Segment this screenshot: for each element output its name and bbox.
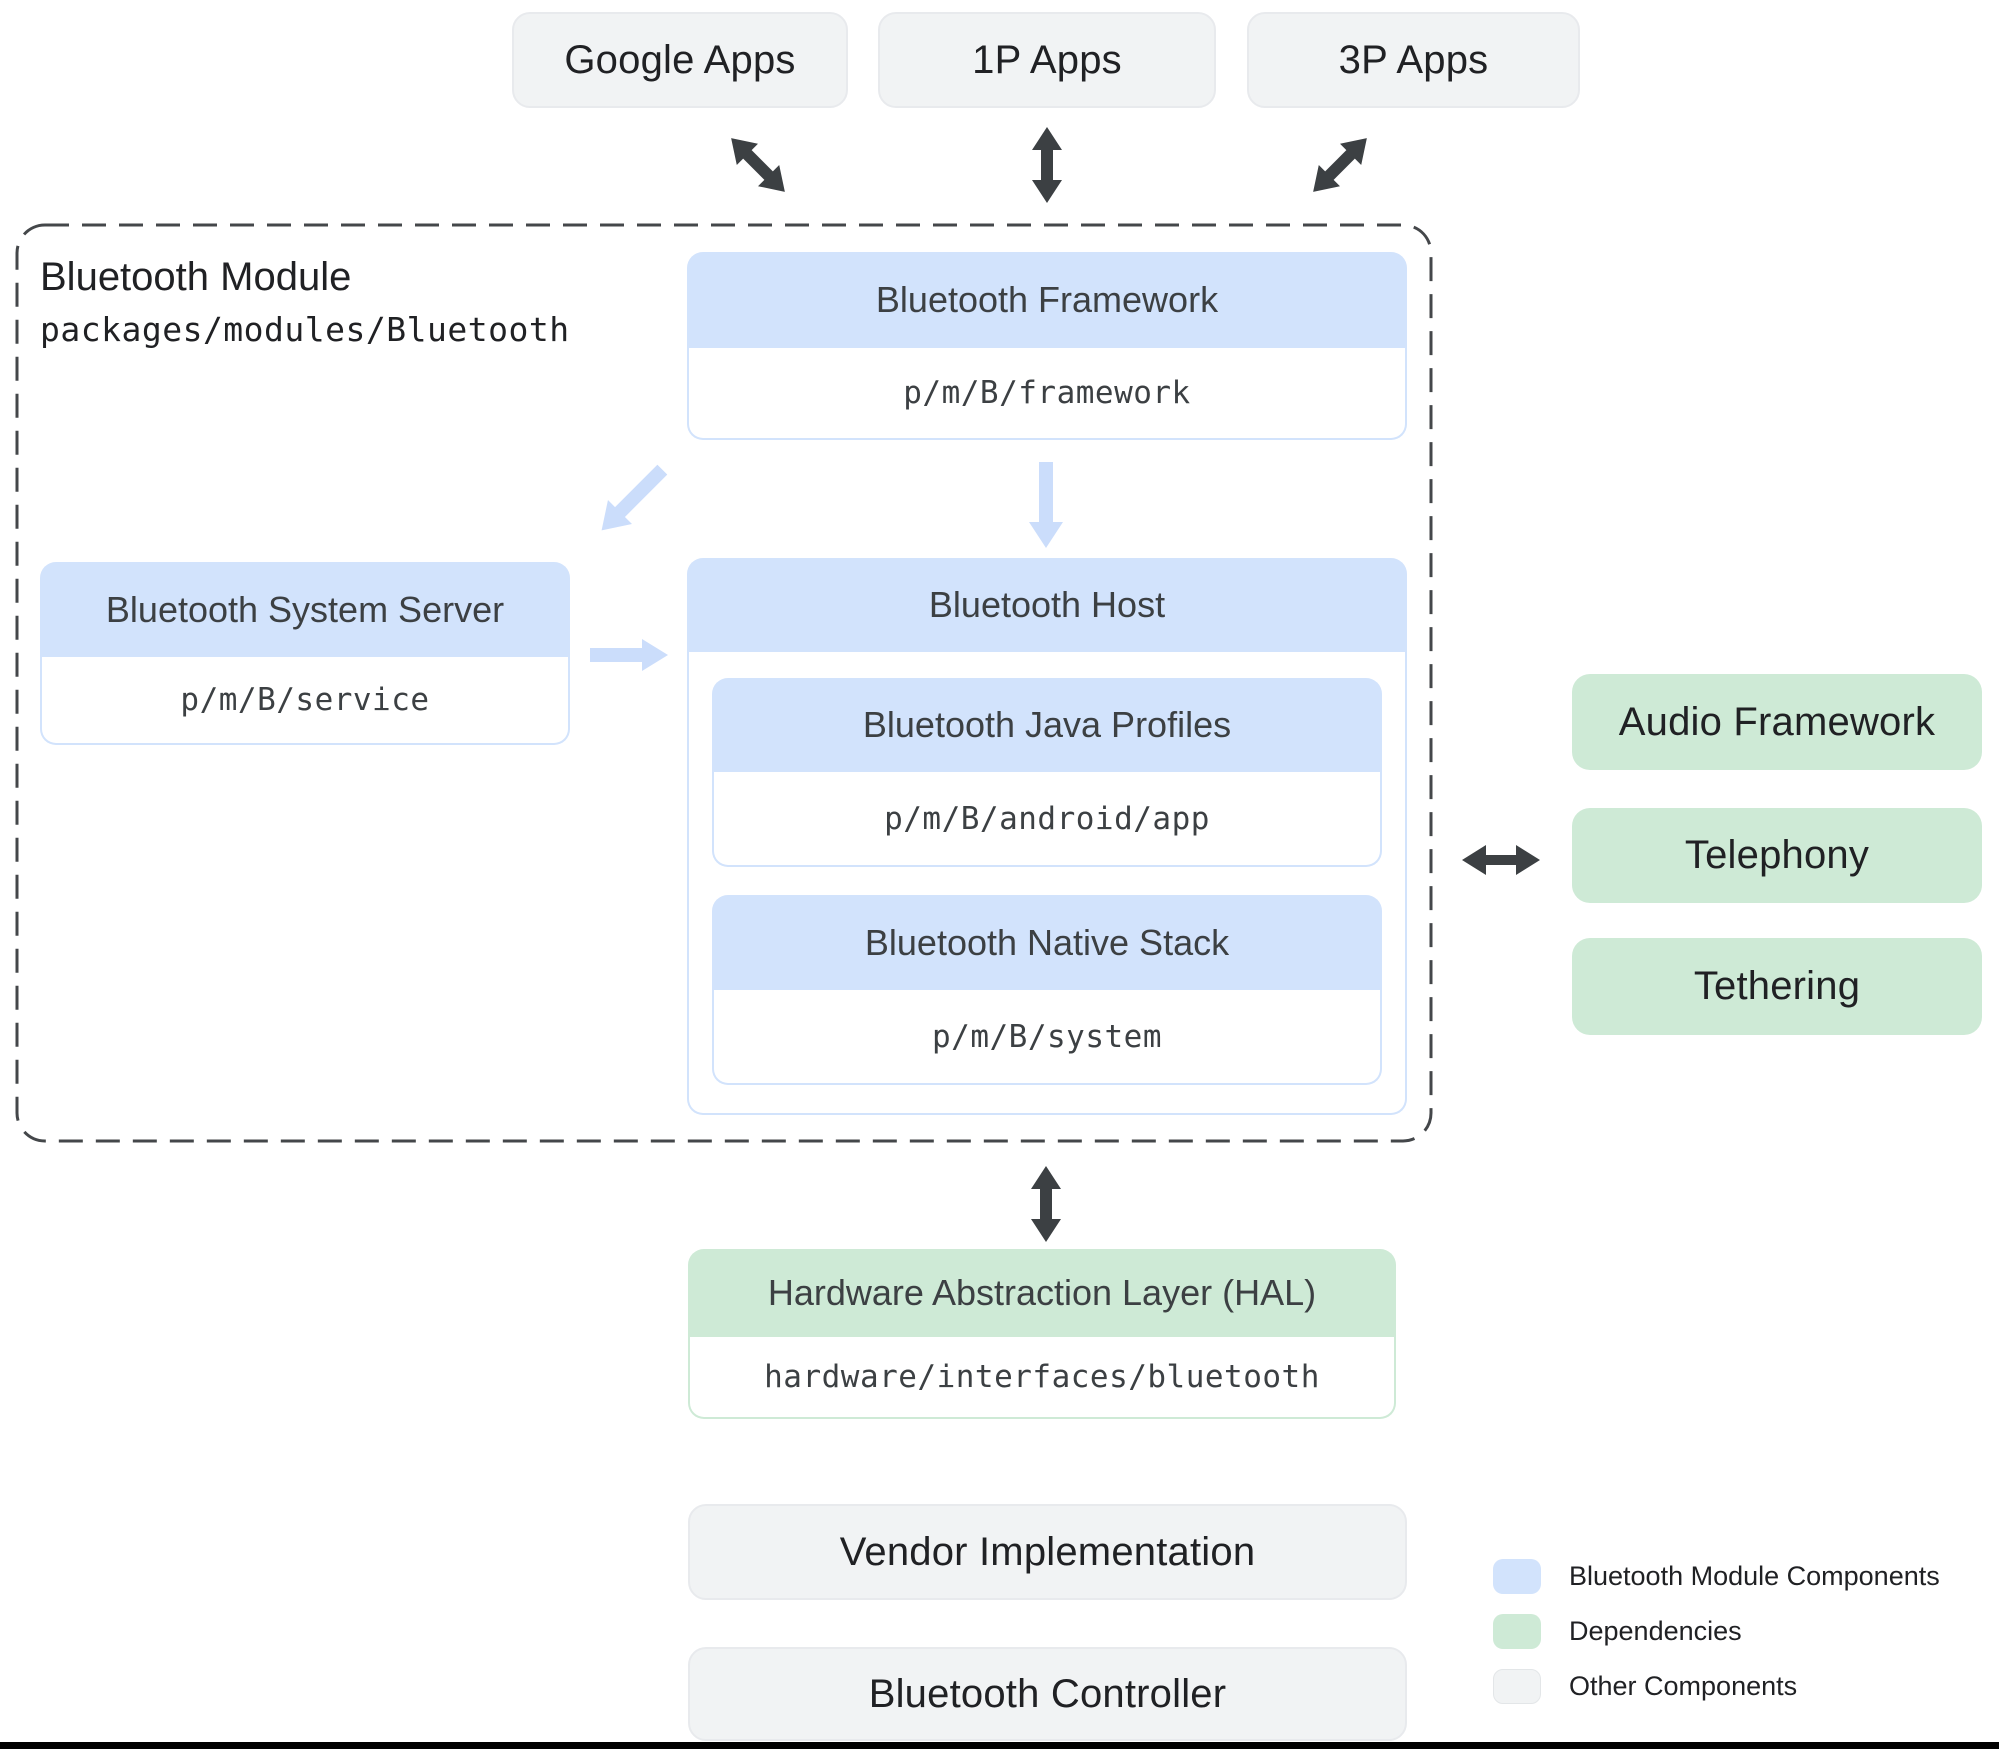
bluetooth-java-profiles-path: p/m/B/android/app — [884, 800, 1210, 837]
google-apps-label: Google Apps — [564, 37, 796, 82]
bluetooth-native-stack-title: Bluetooth Native Stack — [864, 921, 1230, 963]
bluetooth-framework-header: Bluetooth Framework — [687, 252, 1407, 348]
bluetooth-framework-path: p/m/B/framework — [903, 375, 1191, 411]
legend-swatch-blue — [1493, 1558, 1541, 1594]
bluetooth-native-stack-box: Bluetooth Native Stack p/m/B/system — [712, 895, 1382, 1085]
bluetooth-module-title: Bluetooth Module — [40, 255, 352, 299]
3p-apps-bidirectional-arrow-icon — [1313, 138, 1367, 192]
bluetooth-system-server-body: p/m/B/service — [40, 657, 570, 745]
bluetooth-system-server-path: p/m/B/service — [180, 682, 430, 718]
legend-row-other-components: Other Components — [1493, 1665, 1797, 1707]
bluetooth-system-server-box: Bluetooth System Server p/m/B/service — [40, 562, 570, 745]
tethering-label: Tethering — [1693, 964, 1861, 1008]
module-to-dependencies-arrow-icon — [1462, 845, 1540, 875]
bluetooth-native-stack-body: p/m/B/system — [712, 990, 1382, 1085]
bluetooth-host-title: Bluetooth Host — [928, 584, 1166, 625]
1p-apps-box: 1P Apps — [878, 12, 1216, 108]
hal-box: Hardware Abstraction Layer (HAL) hardwar… — [688, 1249, 1396, 1419]
legend-label-module-components: Bluetooth Module Components — [1569, 1560, 1940, 1591]
framework-to-host-arrow-icon — [1029, 462, 1063, 548]
hal-path: hardware/interfaces/bluetooth — [764, 1359, 1320, 1395]
vendor-implementation-label: Vendor Implementation — [839, 1529, 1256, 1574]
bluetooth-controller-label: Bluetooth Controller — [868, 1671, 1227, 1716]
legend-label-dependencies: Dependencies — [1569, 1615, 1742, 1646]
google-apps-bidirectional-arrow-icon — [731, 138, 785, 192]
google-apps-box: Google Apps — [512, 12, 848, 108]
hal-header: Hardware Abstraction Layer (HAL) — [688, 1249, 1396, 1337]
bluetooth-module-caption: Bluetooth Module packages/modules/Blueto… — [40, 255, 570, 349]
audio-framework-box: Audio Framework — [1572, 674, 1982, 770]
bluetooth-controller-box: Bluetooth Controller — [688, 1647, 1407, 1741]
bluetooth-host-box: Bluetooth Host Bluetooth Java Profiles p… — [687, 558, 1407, 1115]
3p-apps-label: 3P Apps — [1338, 37, 1489, 82]
bluetooth-system-server-title: Bluetooth System Server — [105, 588, 505, 630]
vendor-implementation-box: Vendor Implementation — [688, 1504, 1407, 1600]
telephony-label: Telephony — [1684, 833, 1870, 877]
1p-apps-label: 1P Apps — [972, 37, 1122, 82]
bluetooth-module-path: packages/modules/Bluetooth — [40, 310, 570, 349]
framework-to-system-server-arrow-icon — [601, 464, 668, 531]
bluetooth-framework-body: p/m/B/framework — [687, 348, 1407, 440]
module-to-hal-arrow-icon — [1031, 1166, 1061, 1242]
3p-apps-box: 3P Apps — [1247, 12, 1580, 108]
audio-framework-label: Audio Framework — [1618, 699, 1936, 744]
dashed-border — [15, 223, 1433, 1143]
legend-swatch-green — [1493, 1613, 1541, 1649]
tethering-box: Tethering — [1572, 938, 1982, 1035]
hal-body: hardware/interfaces/bluetooth — [688, 1337, 1396, 1419]
1p-apps-bidirectional-arrow-icon — [1032, 127, 1062, 203]
bluetooth-module-container — [15, 223, 1433, 1143]
bluetooth-system-server-header: Bluetooth System Server — [40, 562, 570, 657]
bluetooth-native-stack-header: Bluetooth Native Stack — [712, 895, 1382, 990]
legend-swatch-gray — [1493, 1668, 1541, 1704]
bluetooth-host-header: Bluetooth Host — [687, 558, 1407, 652]
hal-title: Hardware Abstraction Layer (HAL) — [767, 1272, 1317, 1313]
bluetooth-java-profiles-box: Bluetooth Java Profiles p/m/B/android/ap… — [712, 678, 1382, 867]
bluetooth-java-profiles-title: Bluetooth Java Profiles — [862, 704, 1232, 745]
bluetooth-native-stack-path: p/m/B/system — [932, 1018, 1162, 1055]
bluetooth-java-profiles-body: p/m/B/android/app — [712, 772, 1382, 867]
bluetooth-java-profiles-header: Bluetooth Java Profiles — [712, 678, 1382, 772]
telephony-box: Telephony — [1572, 808, 1982, 903]
screenshot-bottom-edge — [0, 1742, 1999, 1749]
bluetooth-framework-box: Bluetooth Framework p/m/B/framework — [687, 252, 1407, 440]
legend-row-dependencies: Dependencies — [1493, 1610, 1742, 1652]
bluetooth-framework-title: Bluetooth Framework — [875, 279, 1219, 320]
legend-row-module-components: Bluetooth Module Components — [1493, 1555, 1940, 1597]
legend-label-other-components: Other Components — [1569, 1670, 1798, 1701]
system-server-to-host-arrow-icon — [590, 639, 668, 671]
